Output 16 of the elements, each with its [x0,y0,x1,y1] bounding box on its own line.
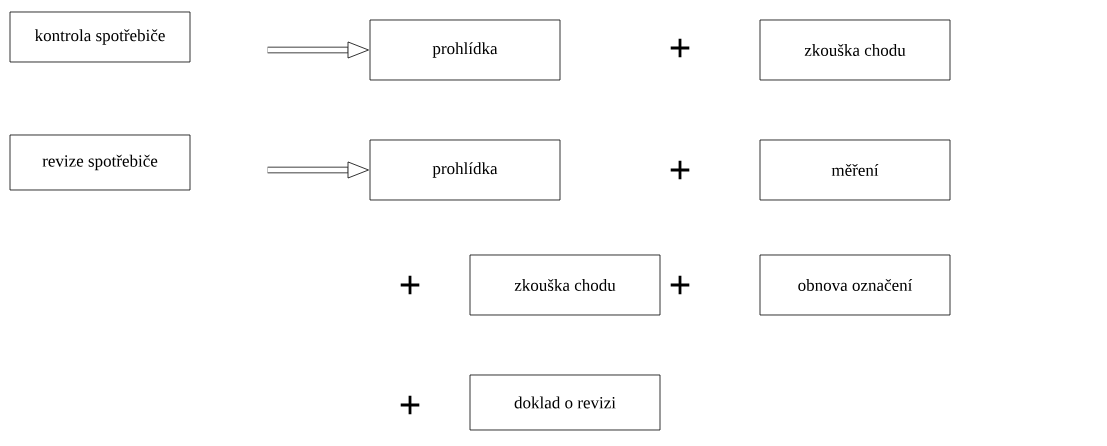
hollow-arrow [267,41,369,59]
text-box: revize spotřebiče [9,134,191,191]
text-box: kontrola spotřebiče [9,11,191,63]
plus-sign: + [670,160,690,180]
plus-sign: + [670,38,690,58]
plus-sign: + [400,395,420,415]
text-box: doklad o revizi [469,374,661,431]
text-box: zkouška chodu [759,19,951,81]
text-box: měření [759,139,951,201]
text-box: prohlídka [369,19,561,81]
text-box: prohlídka [369,139,561,201]
plus-sign: + [400,275,420,295]
hollow-arrow [267,161,369,179]
text-box: obnova označení [759,254,951,316]
text-box: zkouška chodu [469,254,661,316]
plus-sign: + [670,275,690,295]
